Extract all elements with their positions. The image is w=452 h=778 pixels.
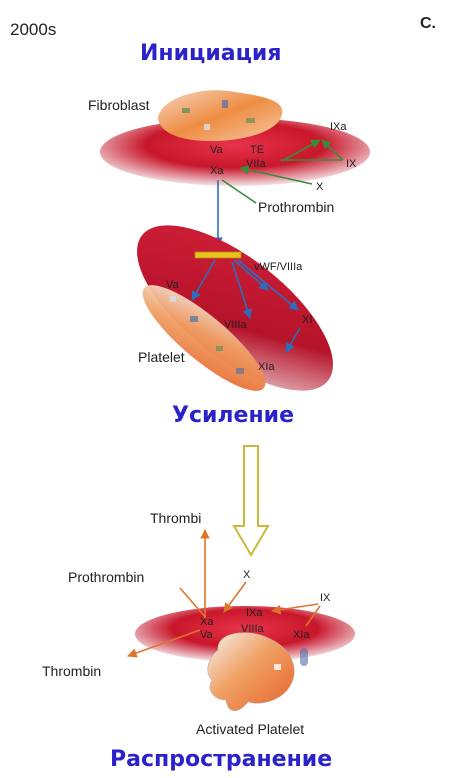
label-va-bottom: Va <box>200 629 214 641</box>
label-xia-mid: XIa <box>258 361 275 373</box>
label-thrombin: Thrombin <box>42 663 101 679</box>
amplification-platelet <box>111 196 359 420</box>
label-ix-top: IX <box>346 158 357 170</box>
phase-propagation-title: Распространение <box>110 747 332 772</box>
label-va-mid: Va <box>166 279 180 291</box>
label-va-top: Va <box>210 144 224 156</box>
yellow-bar <box>195 252 241 258</box>
label-xia-bottom: XIa <box>293 629 310 641</box>
era-label: 2000s <box>10 20 56 39</box>
label-xi: XI <box>302 314 312 326</box>
label-ixa-bottom: IXa <box>246 607 263 619</box>
label-prothrombin-top: Prothrombin <box>258 199 334 215</box>
label-ixa-top: IXa <box>330 121 347 133</box>
label-activated-platelet: Activated Platelet <box>196 721 304 737</box>
label-viiia-mid: VIIIa <box>224 319 248 331</box>
label-thrombi: Thrombi <box>150 510 201 526</box>
phase-amplification-title: Усиление <box>172 403 294 428</box>
block-arrow-down <box>234 446 268 555</box>
label-platelet: Platelet <box>138 349 185 365</box>
panel-letter: C. <box>420 15 436 32</box>
label-fibroblast: Fibroblast <box>88 97 150 113</box>
label-prothrombin-bottom: Prothrombin <box>68 569 144 585</box>
label-te: TE <box>250 144 264 156</box>
label-xa-bottom: Xa <box>200 616 214 628</box>
label-xa-top: Xa <box>210 165 224 177</box>
phase-initiation-title: Инициация <box>140 41 281 66</box>
label-x-bottom: X <box>243 569 251 581</box>
label-viia: VIIa <box>246 158 266 170</box>
label-ix-bottom: IX <box>320 592 331 604</box>
label-vwf-viiia: vWF/VIIIa <box>254 261 303 273</box>
label-x-top: X <box>316 181 324 193</box>
